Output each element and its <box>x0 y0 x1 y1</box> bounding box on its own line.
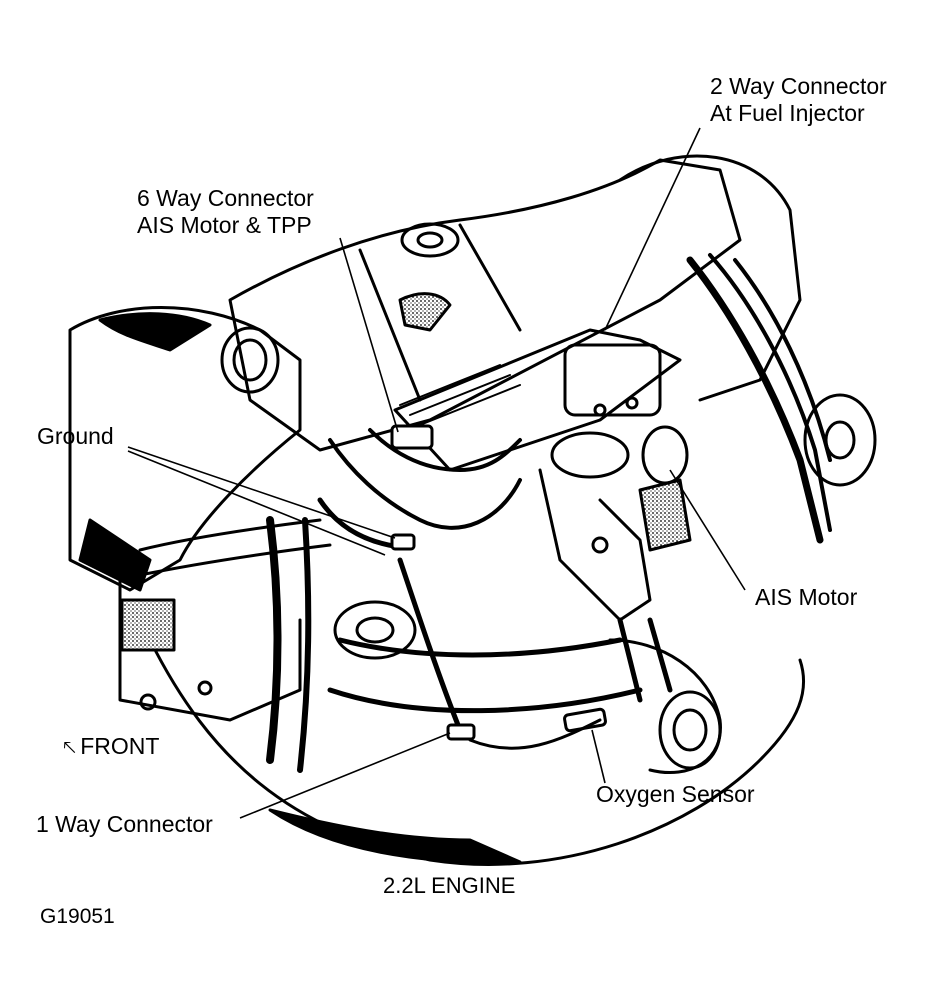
exhaust-flange-inner <box>672 708 708 752</box>
exhaust-pipe-ribs <box>617 617 673 703</box>
breather-tube-end <box>220 326 280 394</box>
front-arrow-icon: 🡔 <box>63 737 77 759</box>
leader-lines <box>127 127 746 819</box>
intake-pipe <box>138 518 322 552</box>
one-way-connector-body <box>446 723 476 741</box>
label-ais-tpp-line1: 6 Way Connector <box>137 185 314 211</box>
fuel-rail-ribs <box>399 364 521 426</box>
label-fuel-injector-line2: At Fuel Injector <box>710 100 865 126</box>
engine-illustration <box>68 154 877 866</box>
bracket-stipple <box>120 598 176 652</box>
leader-fuel-injector <box>604 127 701 331</box>
injector-bolt <box>593 403 607 417</box>
lower-hose-left <box>266 516 282 764</box>
injector-bolt-2 <box>625 396 639 410</box>
distributor-cap <box>333 600 417 660</box>
diagram-caption: 2.2L ENGINE <box>383 873 516 898</box>
oxygen-sensor-body <box>563 707 607 733</box>
distributor-cap-inner <box>355 616 395 644</box>
bracket-bolt <box>197 680 213 696</box>
air-cleaner-lower-shade <box>78 518 152 592</box>
label-ais-tpp-connector: 6 Way Connector AIS Motor & TPP <box>137 185 314 239</box>
intake-pipe-2 <box>138 543 332 577</box>
lower-wire-center-2 <box>337 637 623 658</box>
wire-harness-right <box>686 256 824 544</box>
air-cleaner-shade <box>98 312 212 352</box>
crank-pulley-hub <box>824 420 856 460</box>
wire-harness-right-2 <box>708 253 832 532</box>
rocker-cover-ridge <box>358 248 422 402</box>
label-fuel-injector-line1: 2 Way Connector <box>710 73 887 99</box>
label-oxygen-sensor: Oxygen Sensor <box>596 781 755 807</box>
leader-ais-tpp <box>339 237 399 433</box>
center-harness-2 <box>368 428 522 472</box>
ground-terminal <box>390 533 416 551</box>
leader-one-way <box>239 732 451 819</box>
rocker-cover-shade <box>398 292 452 332</box>
label-fuel-injector-connector: 2 Way Connector At Fuel Injector <box>710 73 887 127</box>
leader-ground <box>127 446 396 539</box>
oil-filler-cap-inner <box>416 231 444 249</box>
leader-ais-motor <box>669 469 746 591</box>
crank-pulley <box>803 393 877 487</box>
wire-harness-right-3 <box>733 258 832 462</box>
lower-bracket <box>118 578 302 722</box>
timing-cover <box>618 154 802 402</box>
throttle-linkage <box>538 468 652 622</box>
throttle-body <box>550 431 630 479</box>
block-lower-shade <box>268 808 522 864</box>
label-front: 🡔FRONT <box>63 733 159 762</box>
figure-code: G19051 <box>40 905 115 928</box>
ais-motor-body <box>641 425 689 485</box>
oxygen-sensor-wire <box>468 718 602 750</box>
oil-filler-cap <box>400 222 460 258</box>
breather-tube-inner <box>232 338 268 382</box>
injector-body <box>563 343 662 417</box>
engine-block-outline <box>148 638 806 866</box>
linkage-bolt <box>591 536 609 554</box>
lower-wire-center-3 <box>327 687 643 714</box>
label-ais-motor: AIS Motor <box>755 584 858 610</box>
label-ground: Ground <box>37 423 114 449</box>
leader-oxygen <box>591 729 606 784</box>
lower-hose-left-2 <box>297 517 312 773</box>
label-one-way-connector: 1 Way Connector <box>36 811 213 837</box>
ais-motor-stipple <box>638 478 692 552</box>
bracket-bolt-2 <box>139 693 157 711</box>
leader-ground-2 <box>127 450 386 556</box>
label-front-text: FRONT <box>80 733 160 759</box>
label-ais-tpp-line2: AIS Motor & TPP <box>137 212 312 238</box>
center-harness <box>328 438 522 530</box>
exhaust-flange <box>658 690 722 770</box>
rocker-cover-ridge-2 <box>458 223 522 332</box>
six-way-connector-body <box>390 424 434 450</box>
